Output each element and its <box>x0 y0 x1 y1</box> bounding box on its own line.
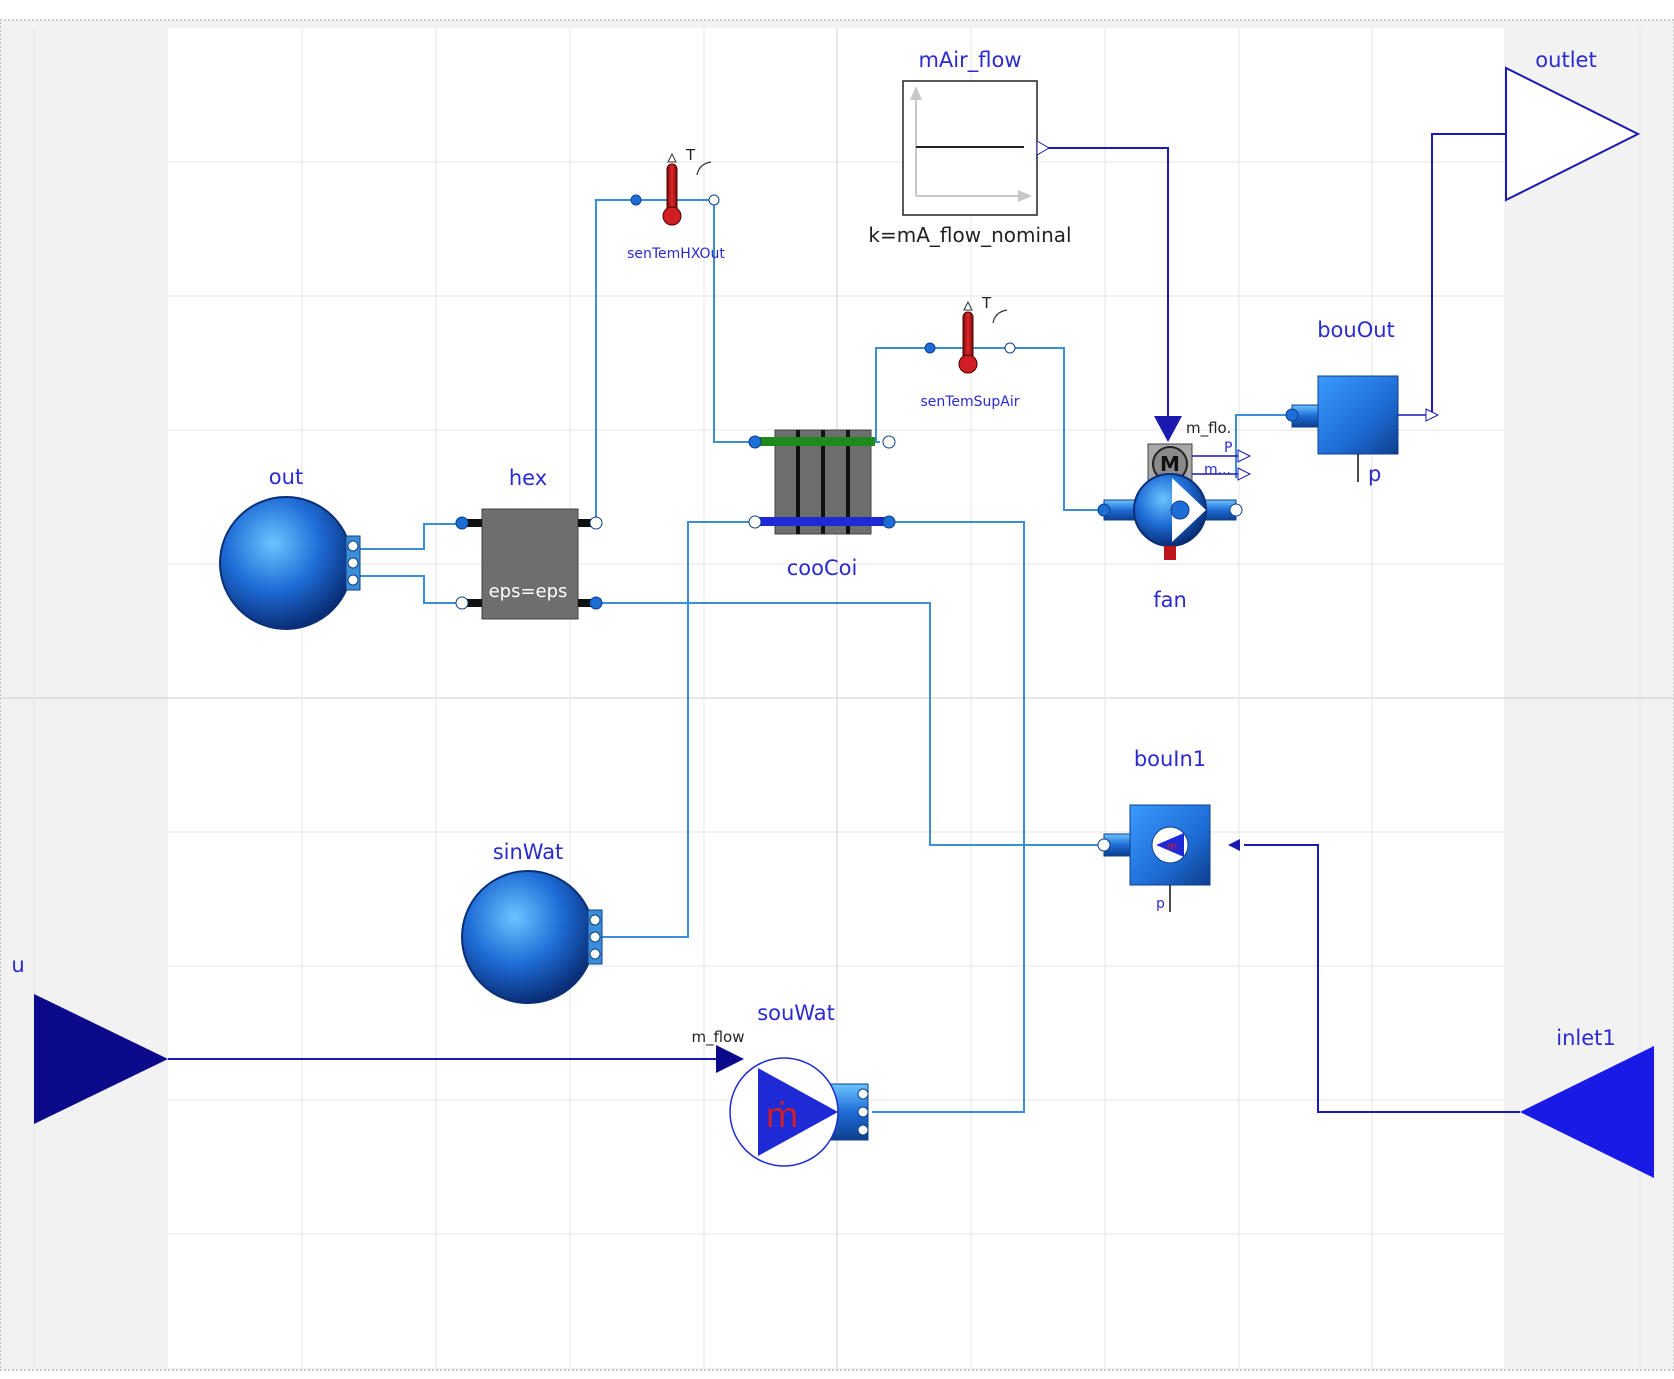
sentemhxout-port-b[interactable] <box>708 194 720 206</box>
out-component[interactable]: out <box>219 465 361 630</box>
fan-port-a[interactable] <box>1097 503 1111 517</box>
mairflow-output-port[interactable] <box>1036 140 1050 156</box>
output-triangle-icon <box>1505 66 1641 202</box>
u-component[interactable]: u <box>11 953 168 1124</box>
souwat-label: souWat <box>757 1001 835 1025</box>
connection-coocoi-souwat <box>872 521 1025 1113</box>
souwat-component[interactable]: souWat m_flow ṁ <box>691 1001 869 1167</box>
souwat-mflow-input-port[interactable] <box>716 1045 744 1073</box>
souwat-mflow-label: m_flow <box>691 1028 744 1047</box>
signal-inlet1-bouin1 <box>1244 844 1520 1113</box>
outlet-label: outlet <box>1535 48 1596 72</box>
fan-label: fan <box>1153 588 1187 612</box>
mairflow-component[interactable]: mAir_flow k=mA_flow_nominal <box>868 48 1071 247</box>
bouout-port[interactable] <box>1285 408 1299 422</box>
outlet-component[interactable]: outlet <box>1505 48 1641 202</box>
hex-port-b2[interactable] <box>455 596 469 610</box>
sentemsupair-port-b[interactable] <box>1004 342 1016 354</box>
coocoi-label: cooCoi <box>787 556 858 580</box>
mairflow-parameter: k=mA_flow_nominal <box>868 223 1071 247</box>
sentemsupair-port-a[interactable] <box>924 342 936 354</box>
souwat-symbol: ṁ <box>765 1096 798 1136</box>
connection-coocoi-sentemsupair <box>875 347 930 443</box>
heat-exchanger-icon <box>481 508 579 620</box>
connection-hex-sentemhxout <box>595 199 636 524</box>
connection-sinwat-coocoi <box>598 521 755 938</box>
fan-component[interactable]: m_flo. M P m... fan <box>1097 416 1252 612</box>
bouout-component[interactable]: bouOut p <box>1285 318 1440 486</box>
signal-connections <box>168 133 1520 1113</box>
hex-port-b1[interactable] <box>589 596 603 610</box>
input-triangle-icon <box>1520 1046 1654 1178</box>
coocoi-port-a2[interactable] <box>882 435 896 449</box>
inlet1-component[interactable]: inlet1 <box>1520 1026 1654 1178</box>
fan-port-b[interactable] <box>1229 503 1243 517</box>
sentemhxout-port-a[interactable] <box>630 194 642 206</box>
fluid-connections <box>358 199 1292 1113</box>
sentemsupair-component[interactable]: T senTemSupAir <box>920 294 1019 410</box>
fan-port-p-label: P <box>1224 440 1232 456</box>
signal-bouout-outlet <box>1431 133 1506 415</box>
bouin1-component[interactable]: bouIn1 ṁ p <box>1097 747 1240 912</box>
mairflow-label: mAir_flow <box>918 48 1021 73</box>
connection-out-hex-a <box>358 523 462 550</box>
connection-sentemsupair-fan <box>1010 347 1104 511</box>
signal-mairflow-fan <box>1048 147 1169 416</box>
sentemhxout-t-label: T <box>685 146 696 164</box>
svg-text:ṁ: ṁ <box>1167 840 1178 853</box>
hex-parameter: eps=eps <box>489 581 568 602</box>
coocoi-port-a1[interactable] <box>748 435 762 449</box>
fan-mflow-input-port[interactable] <box>1154 416 1182 442</box>
connection-out-hex-b <box>358 575 462 604</box>
boundary-sphere-icon <box>219 496 353 630</box>
input-triangle-icon <box>34 994 168 1124</box>
u-label: u <box>11 953 24 977</box>
bouin1-label: bouIn1 <box>1134 747 1206 771</box>
sinwat-component[interactable]: sinWat <box>461 840 603 1004</box>
fan-port-m-label: m... <box>1204 462 1231 478</box>
sentemsupair-label: senTemSupAir <box>920 394 1019 410</box>
sentemhxout-label: senTemHXOut <box>627 246 725 262</box>
connection-sentemhxout-coocoi <box>713 200 755 443</box>
hex-port-a2[interactable] <box>589 516 603 530</box>
connection-hex-bouin1 <box>596 602 1104 846</box>
sentemhxout-component[interactable]: T senTemHXOut <box>627 146 725 262</box>
hex-label: hex <box>509 466 547 490</box>
hex-component[interactable]: hex eps=eps <box>455 466 603 620</box>
coocoi-component[interactable]: cooCoi <box>748 429 896 580</box>
out-label: out <box>269 465 303 489</box>
hex-port-a1[interactable] <box>455 516 469 530</box>
coocoi-port-b1[interactable] <box>882 515 896 529</box>
bouout-p-label: p <box>1368 462 1381 486</box>
bouin1-port[interactable] <box>1097 838 1111 852</box>
sinwat-label: sinWat <box>493 840 564 864</box>
sentemsupair-t-label: T <box>981 294 992 312</box>
inlet1-label: inlet1 <box>1556 1026 1616 1050</box>
fan-motor-label: M <box>1160 452 1180 476</box>
bouout-label: bouOut <box>1317 318 1395 342</box>
pressure-boundary-icon <box>1317 375 1399 455</box>
boundary-sphere-icon <box>461 870 595 1004</box>
bouin1-p-label: p <box>1156 896 1165 912</box>
connection-fan-bouout <box>1235 414 1292 478</box>
fan-port-mflo-label: m_flo. <box>1186 419 1231 438</box>
coocoi-port-b2[interactable] <box>748 515 762 529</box>
diagram-background <box>0 19 1674 1371</box>
